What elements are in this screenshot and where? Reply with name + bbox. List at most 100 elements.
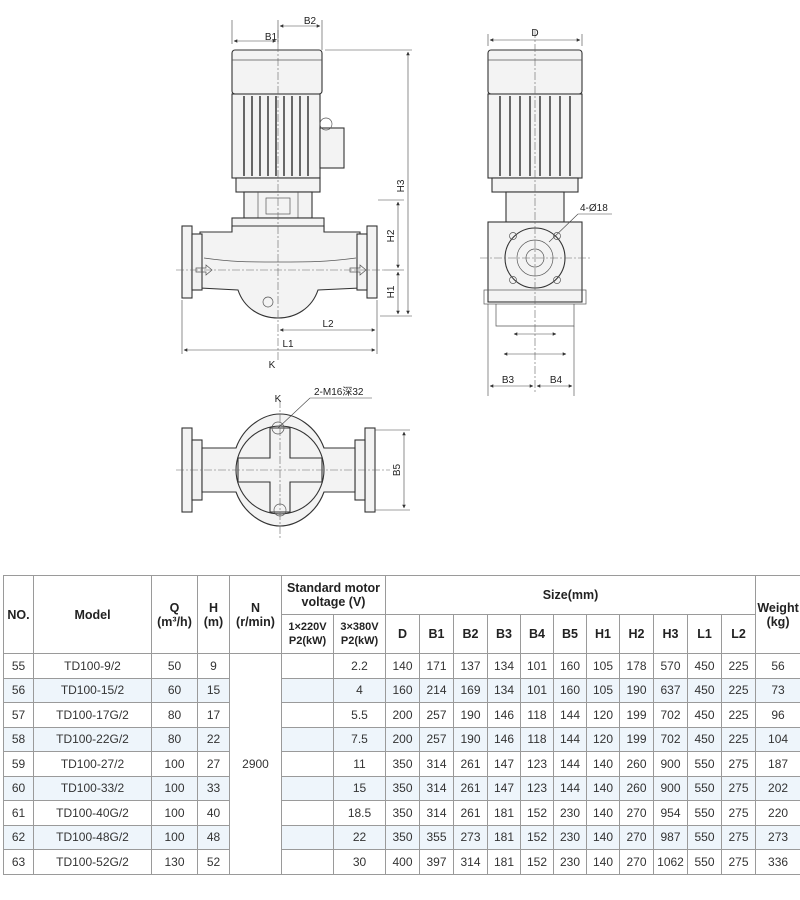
cell-h: 40	[197, 800, 230, 826]
cell-speed: 2900	[229, 653, 282, 875]
dim-l2-label: L2	[322, 319, 334, 330]
cell-b2: 314	[453, 849, 488, 875]
cell-q: 130	[151, 849, 198, 875]
cell-l2: 225	[720, 726, 757, 752]
cell-p1	[281, 751, 334, 777]
cell-b5: 144	[553, 775, 587, 801]
cell-no: 55	[3, 653, 34, 679]
cell-q: 60	[151, 677, 198, 703]
cell-h: 48	[197, 824, 230, 850]
n-label: N	[250, 600, 261, 615]
cell-p3: 4	[333, 677, 386, 703]
cell-p3: 30	[333, 849, 386, 875]
top-view: 2-M16深32 K B5	[176, 386, 410, 540]
3ph-voltage: 3×380V	[340, 621, 379, 633]
cell-q: 100	[151, 751, 198, 777]
dim-d-label: D	[531, 28, 538, 39]
cell-w: 73	[755, 677, 800, 703]
cell-d: 350	[385, 824, 420, 850]
cell-h2: 270	[619, 824, 654, 850]
cell-d: 200	[385, 726, 420, 752]
cell-h3: 570	[653, 653, 688, 679]
cell-p1	[281, 824, 334, 850]
cell-b3: 134	[487, 677, 521, 703]
cell-d: 140	[385, 653, 420, 679]
cell-h: 27	[197, 751, 230, 777]
cell-h1: 120	[586, 726, 620, 752]
cell-b2: 190	[453, 726, 488, 752]
cell-d: 400	[385, 849, 420, 875]
dim-b4-label: B4	[550, 375, 563, 386]
cell-q: 80	[151, 702, 198, 728]
cell-p3: 18.5	[333, 800, 386, 826]
dim-b5-label: B5	[392, 463, 403, 476]
cell-l2: 275	[720, 800, 757, 826]
cell-b4: 101	[520, 653, 554, 679]
cell-b3: 181	[487, 824, 521, 850]
cell-l2: 275	[720, 775, 757, 801]
col-header-q: Q(m³/h)	[151, 575, 198, 654]
cell-h1: 140	[586, 849, 620, 875]
3ph-power: P2(kW)	[340, 635, 379, 647]
cell-b2: 273	[453, 824, 488, 850]
cell-b2: 169	[453, 677, 488, 703]
thread-label: 2-M16深32	[314, 386, 364, 398]
cell-b5: 144	[553, 726, 587, 752]
cell-b4: 152	[520, 849, 554, 875]
cell-p3: 15	[333, 775, 386, 801]
cell-no: 61	[3, 800, 34, 826]
col-header-3ph: 3×380V P2(kW)	[333, 614, 386, 654]
n-unit: (r/min)	[236, 614, 275, 629]
cell-h3: 900	[653, 775, 688, 801]
q-label: Q	[169, 600, 180, 615]
cell-b3: 181	[487, 849, 521, 875]
cell-b4: 123	[520, 775, 554, 801]
cell-b1: 314	[419, 800, 454, 826]
cell-q: 100	[151, 824, 198, 850]
cell-l1: 550	[687, 849, 722, 875]
section-k-label: K	[269, 360, 276, 371]
cell-h1: 140	[586, 824, 620, 850]
cell-h3: 954	[653, 800, 688, 826]
col-header-b2: B2	[453, 614, 488, 654]
cell-no: 63	[3, 849, 34, 875]
cell-d: 160	[385, 677, 420, 703]
cell-h: 22	[197, 726, 230, 752]
cell-l2: 275	[720, 849, 757, 875]
weight-unit: (kg)	[766, 614, 790, 629]
h-label: H	[208, 600, 219, 615]
cell-b2: 137	[453, 653, 488, 679]
cell-no: 59	[3, 751, 34, 777]
cell-h2: 178	[619, 653, 654, 679]
cell-no: 62	[3, 824, 34, 850]
weight-label: Weight	[757, 600, 799, 615]
col-header-b5: B5	[553, 614, 587, 654]
cell-l2: 225	[720, 677, 757, 703]
cell-h2: 199	[619, 726, 654, 752]
col-header-size: Size(mm)	[384, 575, 757, 615]
col-header-h1: H1	[586, 614, 620, 654]
dim-b1-label: B1	[265, 32, 278, 43]
cell-model: TD100-17G/2	[33, 702, 152, 728]
dim-h3-label: H3	[396, 179, 407, 192]
cell-p1	[281, 800, 334, 826]
cell-p1	[281, 849, 334, 875]
cell-b1: 214	[419, 677, 454, 703]
col-header-b1: B1	[419, 614, 454, 654]
cell-h1: 140	[586, 751, 620, 777]
cell-b2: 190	[453, 702, 488, 728]
cell-h3: 1062	[653, 849, 688, 875]
cell-b5: 160	[553, 653, 587, 679]
cell-q: 50	[151, 653, 198, 679]
cell-w: 96	[755, 702, 800, 728]
motor-fins	[243, 96, 309, 176]
cell-l2: 225	[720, 702, 757, 728]
cell-h1: 105	[586, 653, 620, 679]
col-header-l1: L1	[687, 614, 722, 654]
cell-model: TD100-15/2	[33, 677, 152, 703]
